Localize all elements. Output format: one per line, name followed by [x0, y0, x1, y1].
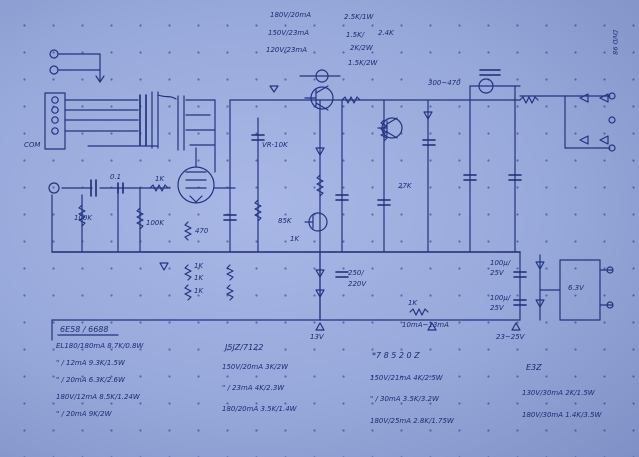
output-terminals: [51, 85, 521, 341]
label-com: COM: [24, 141, 41, 149]
label-cap-100-a2: 25V: [490, 269, 504, 277]
label-r-1k-c: 1K: [194, 287, 204, 295]
label-top-sel-1: 180V/20mA: [270, 11, 312, 19]
label-r-100k-a: 100K: [74, 214, 92, 222]
vacuum-tube: [177, 147, 236, 204]
label-cap-top: 300~470: [428, 79, 461, 87]
corner-mark: DVD 98: [611, 30, 619, 55]
label-top-r-4: 2K/2W: [350, 44, 373, 52]
label-cap-100-b2: 25V: [490, 304, 504, 312]
table-a-row: " / 12mA 9.3K/1.5W: [56, 359, 125, 367]
table-d-row: 130V/30mA 2K/1.5W: [522, 389, 595, 397]
table-b-row: " / 23mA 4K/2.3W: [222, 384, 285, 392]
resistors: [78, 96, 539, 316]
label-r-1k-b: 1K: [194, 274, 204, 282]
label-top-sel-2: 150V/23mA: [268, 29, 310, 37]
table-c-row: 150V/21mA 4K/2.5W: [370, 374, 443, 382]
label-top-r-1: 2.5K/1W: [344, 13, 374, 21]
label-cap-250: 250/: [348, 269, 364, 277]
label-cap-100-a: 100μ/: [490, 259, 511, 267]
input-transformer: [139, 91, 216, 173]
label-out-10ma: 10mA~13mA: [402, 321, 449, 329]
table-b-row: 150V/20mA 3K/2W: [222, 363, 289, 371]
label-r-100k-b: 100K: [146, 219, 164, 227]
label-top-sel-3: 120V/23mA: [266, 46, 308, 54]
table-a-row: " / 20mA 9K/2W: [56, 410, 112, 418]
zener-diodes: [159, 92, 616, 309]
input-capacitor: [90, 179, 124, 197]
label-cap-250b: 220V: [348, 280, 367, 288]
label-r-1k-a: 1K: [194, 262, 204, 270]
label-r-470: 470: [195, 227, 209, 235]
label-r-1k-out: 1K: [408, 299, 418, 307]
table-a-row: EL180/180mA 8.7K/0.8W: [56, 342, 144, 350]
label-r-85k: 85K: [278, 217, 292, 225]
label-top-r-5: 1.5K/2W: [348, 59, 378, 67]
label-top-r-3: 2.4K: [378, 29, 394, 37]
table-c-title: *7 8 5 2 0 Z: [372, 351, 420, 360]
table-b-title: J5JZ/7122: [225, 343, 264, 352]
table-a-row: " / 20mA 6.3K/2.6W: [56, 376, 125, 384]
label-pot: VR-10K: [262, 141, 288, 149]
ground-rail: [51, 75, 613, 321]
label-r-27k: 27K: [398, 182, 412, 190]
label-out-23v: 23~25V: [496, 333, 525, 341]
table-a-title: 6E58 / 6688: [60, 325, 109, 334]
table-d-title: E3Z: [526, 363, 542, 372]
label-c-in: 0.1: [110, 173, 122, 181]
capacitors: [223, 69, 527, 306]
input-jack-panel: [44, 49, 159, 194]
label-bridge: 6.3V: [568, 284, 584, 292]
label-cap-100-b: 100μ/: [490, 294, 511, 302]
label-top-r-2: 1.5K/: [346, 31, 365, 39]
table-b-row: 180/20mA 3.5K/1.4W: [222, 405, 297, 413]
label-r-1k-grid: 1K: [155, 175, 165, 183]
table-c-row: 180V/25mA 2.8K/1.75W: [370, 417, 454, 425]
label-r-1k-d: 1K: [290, 235, 300, 243]
transistors: [304, 69, 494, 232]
label-out-13v: 13V: [310, 333, 324, 341]
table-a-row: 180V/12mA 8.5K/1.24W: [56, 393, 140, 401]
table-d-row: 180V/30mA 1.4K/3.5W: [522, 411, 602, 419]
table-c-row: " / 30mA 3.5K/3.2W: [370, 395, 439, 403]
